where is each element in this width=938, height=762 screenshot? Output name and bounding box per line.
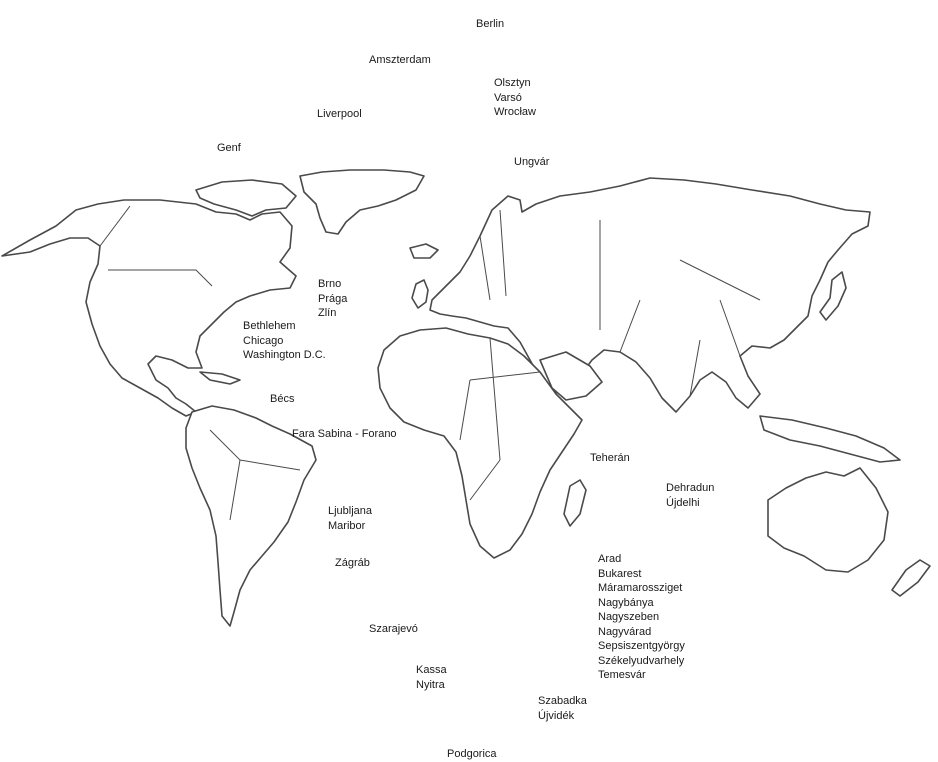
label-fara-sabina: Fara Sabina - Forano: [292, 428, 397, 440]
label-podgorica: Podgorica: [447, 748, 497, 760]
label-olsztyn-group: Olsztyn Varsó Wrocław: [494, 77, 536, 118]
label-bethlehem-group: Bethlehem Chicago Washington D.C.: [243, 320, 326, 361]
arctic-islands-outline: [195, 179, 297, 217]
label-ungvar: Ungvár: [514, 156, 550, 168]
label-arad-group: Arad Bukarest Máramarossziget Nagybánya …: [598, 553, 685, 681]
africa-outline: [377, 327, 583, 559]
label-brno-group: Brno Prága Zlín: [318, 278, 348, 319]
iceland-outline: [409, 243, 439, 259]
label-zagrab: Zágráb: [335, 557, 370, 569]
label-teheran: Teherán: [590, 452, 630, 464]
japan-outline: [819, 271, 847, 321]
uk-outline: [411, 279, 429, 309]
label-ljubljana-group: Ljubljana Maribor: [328, 505, 373, 532]
country-borders: [99, 205, 761, 521]
label-szarajevo: Szarajevó: [369, 623, 418, 635]
label-dehradun-group: Dehradun Újdelhi: [666, 482, 715, 509]
label-genf: Genf: [217, 142, 241, 154]
madagascar-outline: [563, 479, 587, 527]
label-berlin: Berlin: [476, 18, 505, 30]
label-amszterdam: Amszterdam: [369, 54, 431, 66]
label-kassa-group: Kassa Nyitra: [416, 664, 447, 691]
south-america-outline: [185, 405, 317, 627]
north-america-outline: [1, 199, 297, 417]
arabia-outline: [539, 351, 603, 401]
new-zealand-outline: [891, 559, 931, 597]
label-liverpool: Liverpool: [317, 108, 362, 120]
sea-islands-outline: [759, 415, 901, 463]
caribbean-outline: [199, 371, 241, 385]
australia-outline: [767, 467, 889, 573]
greenland-outline: [299, 169, 425, 235]
label-szabadka-group: Szabadka Újvidék: [538, 695, 587, 722]
label-becs: Bécs: [270, 393, 295, 405]
